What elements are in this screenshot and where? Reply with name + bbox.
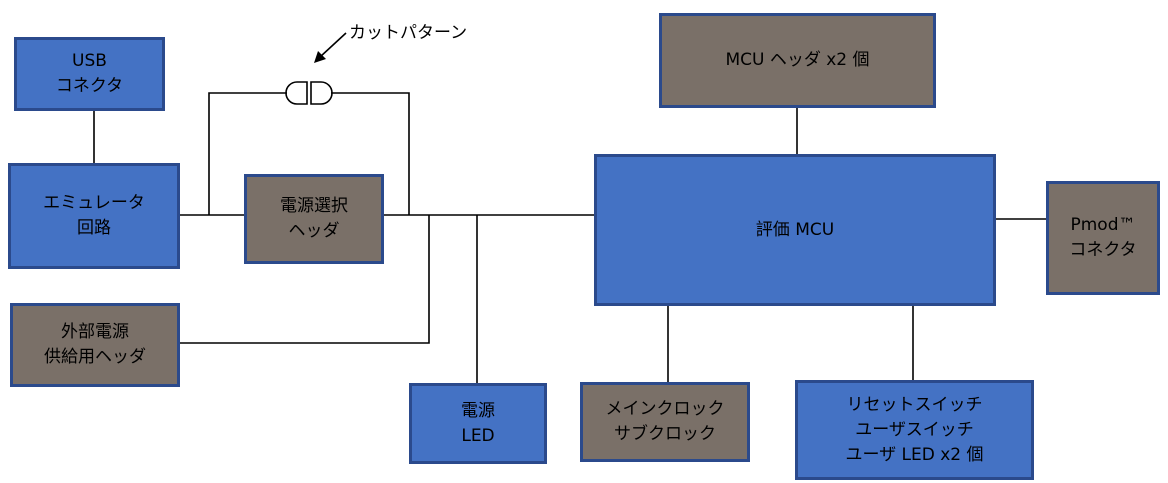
mcu-header-block: MCU ヘッダ x2 個	[659, 13, 936, 108]
switches-line2: ユーザスイッチ	[855, 419, 974, 440]
pmod-connector-block: Pmod™ コネクタ	[1046, 181, 1160, 295]
clock-line1: メインクロック	[605, 399, 725, 419]
mcu-block: 評価 MCU	[594, 154, 996, 306]
switches-line1: リセットスイッチ	[846, 394, 983, 415]
emulator-line2: 回路	[77, 218, 111, 238]
power-select-line1: 電源選択	[280, 196, 348, 216]
cut-pattern-label: カットパターン	[349, 23, 468, 43]
external-power-line1: 外部電源	[61, 322, 129, 342]
usb-connector-line2: コネクタ	[55, 76, 124, 96]
wire-bypass-right	[331, 92, 410, 215]
wire-bypass-left	[208, 92, 287, 215]
external-power-header-block: 外部電源 供給用ヘッダ	[10, 303, 180, 387]
mcu-line1: 評価 MCU	[755, 219, 835, 240]
power-led-line1: 電源	[461, 400, 495, 421]
callout-arrowhead-icon	[314, 51, 326, 63]
switches-line3: ユーザ LED x2 個	[845, 444, 984, 465]
power-select-header-block: 電源選択 ヘッダ	[244, 174, 384, 264]
pmod-line2: コネクタ	[1069, 240, 1137, 260]
wire-extpower	[180, 215, 430, 344]
switches-leds-block: リセットスイッチ ユーザスイッチ ユーザ LED x2 個	[795, 380, 1034, 480]
power-led-block: 電源 LED	[409, 383, 547, 464]
cut-pattern-icon	[285, 81, 333, 105]
power-led-line2: LED	[461, 425, 495, 446]
power-select-line2: ヘッダ	[288, 221, 340, 241]
pmod-line1: Pmod™	[1070, 215, 1136, 235]
emulator-line1: エミュレータ	[43, 193, 145, 213]
emulator-block: エミュレータ 回路	[8, 163, 180, 269]
clock-block: メインクロック サブクロック	[580, 382, 750, 462]
mcu-header-line1: MCU ヘッダ x2 個	[725, 50, 870, 70]
callout-arrow-line	[319, 32, 347, 58]
clock-line2: サブクロック	[614, 424, 716, 444]
external-power-line2: 供給用ヘッダ	[44, 347, 146, 367]
usb-connector-line1: USB	[72, 51, 107, 71]
usb-connector-block: USB コネクタ	[14, 37, 165, 111]
